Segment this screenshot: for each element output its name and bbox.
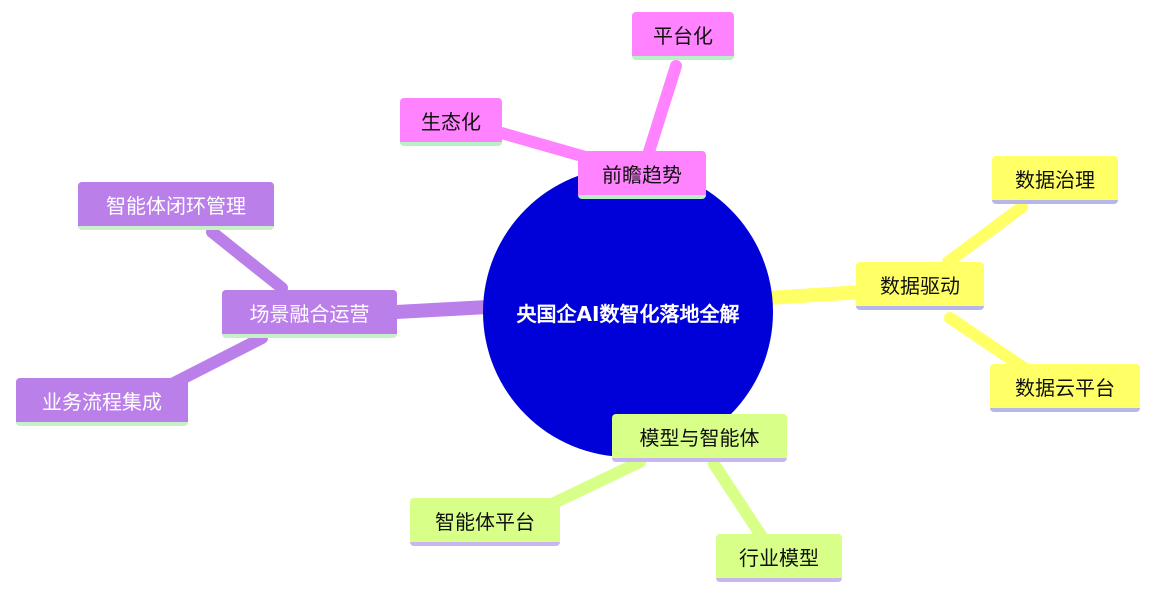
link-model-industry [708,458,770,546]
node-data-cloud: 数据云平台 [990,364,1140,412]
node-agent-loop: 智能体闭环管理 [78,182,274,230]
node-data-governance: 数据治理 [992,156,1118,204]
node-scene-ops: 场景融合运营 [222,290,397,338]
link-root-data [761,285,869,305]
node-data-driven: 数据驱动 [856,262,984,310]
node-agent-platform: 智能体平台 [410,498,560,546]
node-industry-model: 行业模型 [716,534,842,582]
root-node: 央国企AI数智化落地全解 [483,167,773,457]
node-ecology: 生态化 [400,98,502,146]
link-data-cloud [944,312,1036,378]
link-scene-process [164,332,268,391]
link-data-governance [942,201,1028,268]
node-trend: 前瞻趋势 [578,151,706,199]
link-trend-platform [642,60,682,161]
node-platform: 平台化 [632,12,734,60]
link-root-scene [389,300,495,319]
link-scene-loop [206,226,288,294]
node-process-integration: 业务流程集成 [16,378,188,426]
node-model-agent: 模型与智能体 [612,414,787,462]
link-model-platform [550,456,646,508]
